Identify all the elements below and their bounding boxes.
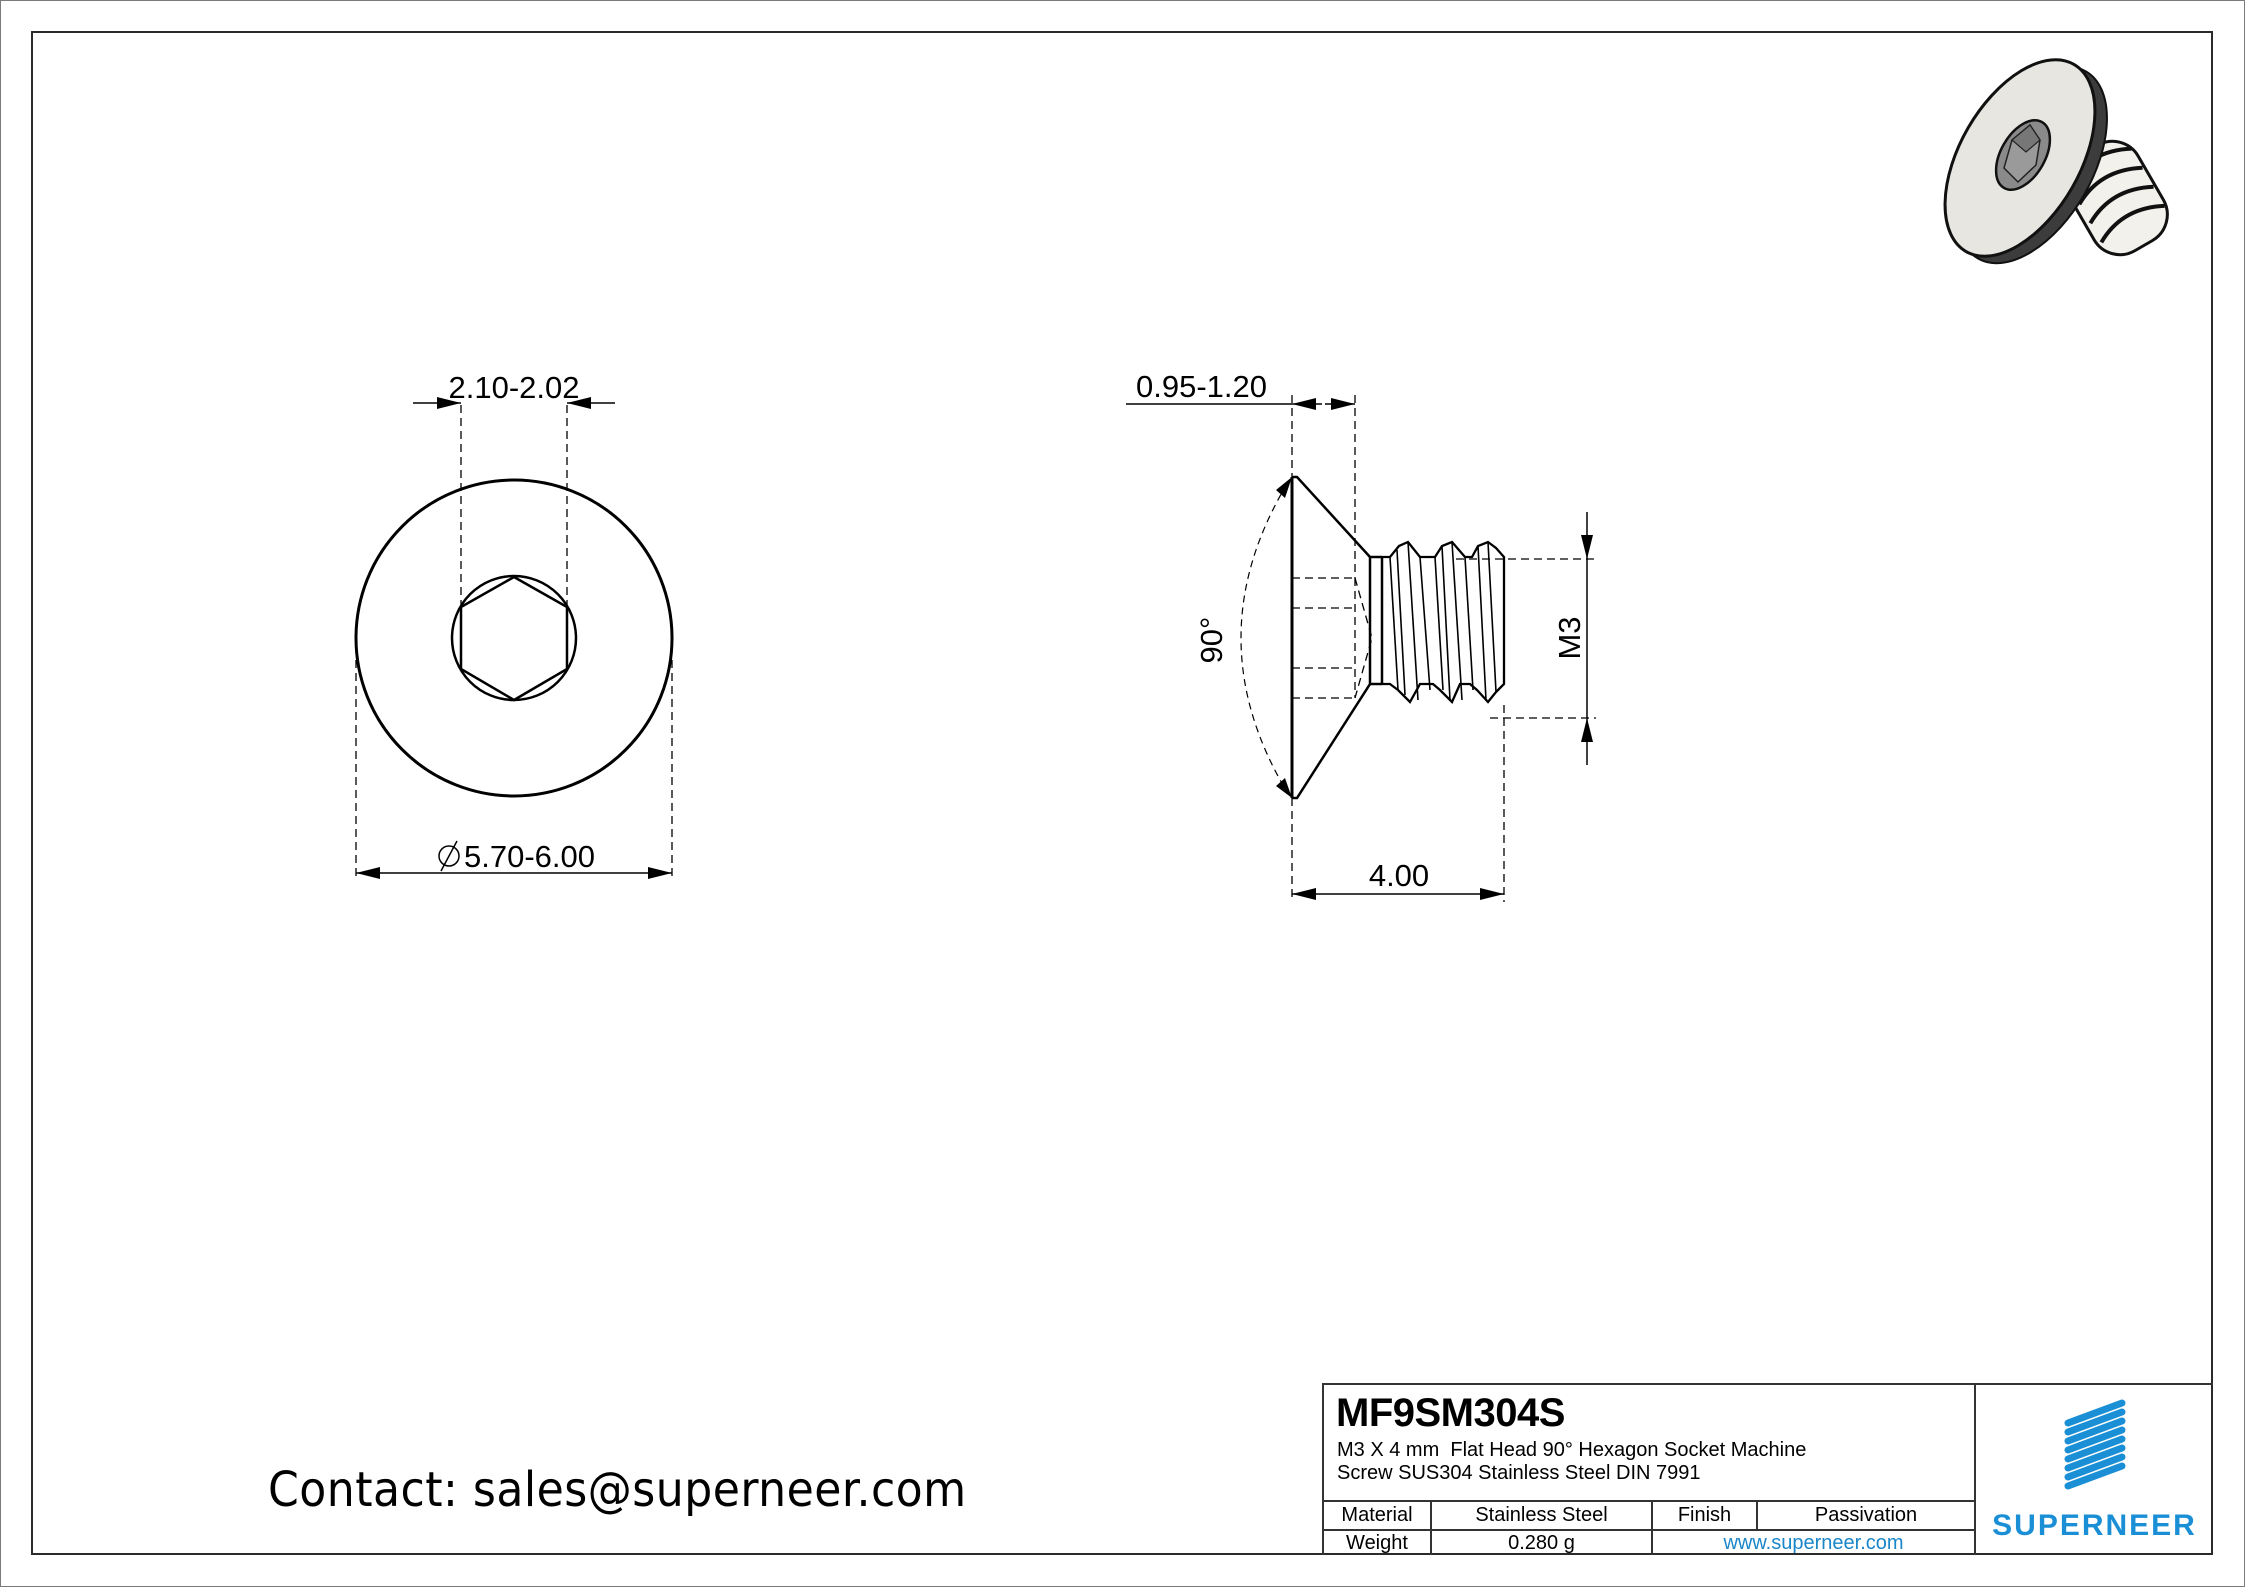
arrowhead	[1276, 778, 1292, 798]
hex-socket	[459, 575, 569, 702]
weight-row: Weight 0.280 g www.superneer.com	[1324, 1529, 1974, 1555]
material-row: Material Stainless Steel Finish Passivat…	[1324, 1500, 1974, 1529]
thread-size-label: M3	[1552, 616, 1587, 659]
thread	[1370, 540, 1506, 704]
head-outline	[354, 478, 674, 798]
logo-stripes-icon	[2064, 1399, 2126, 1490]
title-block: MF9SM304S M3 X 4 mm Flat Head 90° Hexago…	[1322, 1383, 2213, 1555]
head-diameter-dimension: 5.70-6.00	[464, 839, 595, 874]
weight-value: 0.280 g	[1430, 1531, 1651, 1555]
description-line-1: M3 X 4 mm Flat Head 90° Hexagon Socket M…	[1337, 1439, 1807, 1461]
length-dimension: 4.00	[1369, 858, 1429, 893]
part-number: MF9SM304S	[1336, 1391, 1565, 1435]
socket-circle	[450, 574, 578, 702]
material-label: Material	[1341, 1504, 1413, 1526]
weight-label: Weight	[1346, 1531, 1408, 1554]
logo-wordmark: SUPERNEER	[1992, 1509, 2197, 1542]
superneer-logo: SUPERNEER	[1976, 1385, 2213, 1555]
material-value: Stainless Steel	[1430, 1502, 1651, 1529]
countersink-profile	[1292, 475, 1372, 800]
side-view: 90° 0.95-1.20 M3 4.00	[1126, 369, 1596, 902]
finish-label: Finish	[1651, 1502, 1756, 1529]
title-block-info: MF9SM304S M3 X 4 mm Flat Head 90° Hexago…	[1324, 1385, 1976, 1555]
description-line-2: Screw SUS304 Stainless Steel DIN 7991	[1337, 1462, 1701, 1484]
screw-3d-render	[1943, 58, 2169, 265]
diameter-symbol-icon	[438, 840, 460, 872]
hex-socket-dimension: 2.10-2.02	[449, 370, 580, 405]
part-description: M3 X 4 mm Flat Head 90° Hexagon Socket M…	[1337, 1439, 1967, 1485]
head-height-dimension: 0.95-1.20	[1136, 369, 1267, 404]
front-view: 2.10-2.02 5.70-6.00	[354, 370, 674, 880]
angle-arc	[1240, 483, 1288, 793]
contact-text: Contact: sales@superneer.com	[268, 1462, 967, 1518]
website-link[interactable]: www.superneer.com	[1651, 1531, 1974, 1555]
socket-hidden-lines	[1292, 577, 1373, 699]
countersink-angle-label: 90°	[1194, 617, 1229, 664]
arrowhead	[1276, 477, 1292, 498]
sheet-inner-border	[31, 31, 2213, 1555]
finish-value: Passivation	[1756, 1502, 1974, 1529]
